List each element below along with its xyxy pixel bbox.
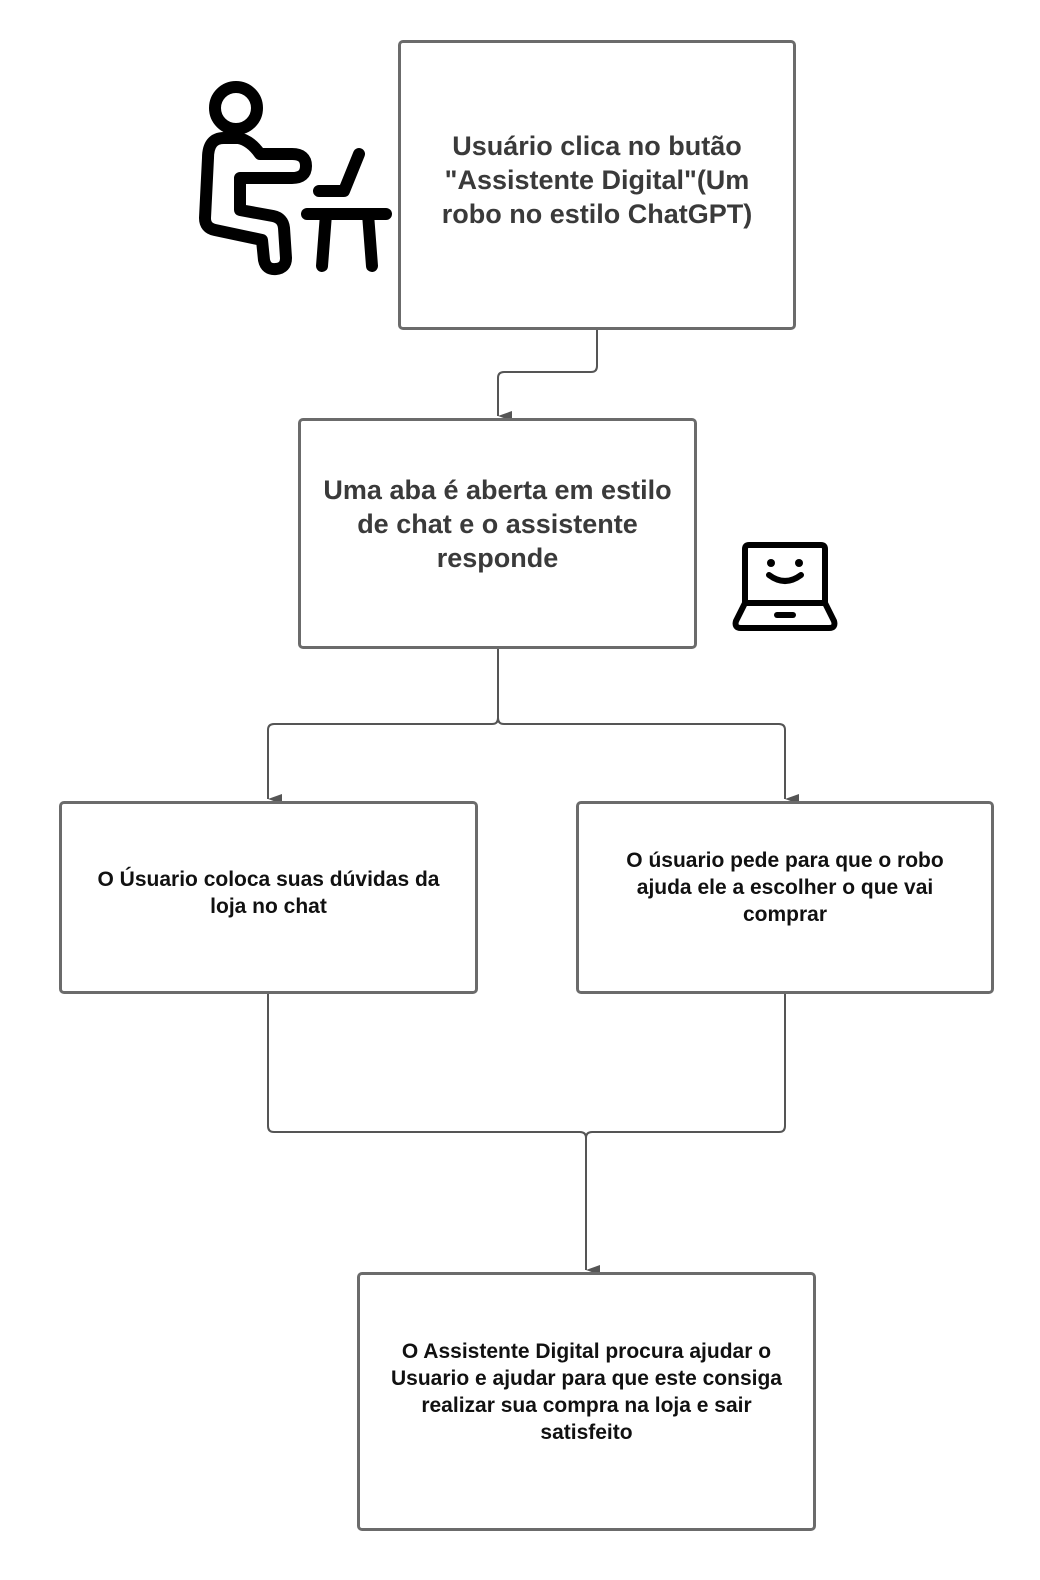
node-assistant-helps-purchase-text: O Assistente Digital procura ajudar o Us… — [391, 1339, 782, 1444]
node-user-clicks-button: Usuário clica no butão "Assistente Digit… — [398, 40, 796, 330]
node-user-clicks-button-text: Usuário clica no butão "Assistente Digit… — [441, 131, 753, 229]
person-at-desk-icon — [199, 81, 392, 276]
connector-n4-n5 — [585, 994, 786, 1139]
laptop-smile-icon — [732, 542, 838, 631]
node-assistant-helps-purchase: O Assistente Digital procura ajudar o Us… — [357, 1272, 816, 1531]
connector-n2-n4 — [497, 717, 799, 804]
node-user-asks-questions-text: O Úsuario coloca suas dúvidas da loja no… — [97, 867, 440, 918]
connector-n2-n3 — [267, 649, 499, 804]
node-chat-tab-opens-text: Uma aba é aberta em estilo de chat e o a… — [323, 474, 672, 573]
connector-n1-n2 — [497, 330, 598, 421]
node-user-asks-questions: O Úsuario coloca suas dúvidas da loja no… — [59, 801, 478, 994]
connector-n3-n5 — [267, 994, 600, 1275]
node-user-asks-help-choosing: O úsuario pede para que o robo ajuda ele… — [576, 801, 994, 994]
node-user-asks-help-choosing-text: O úsuario pede para que o robo ajuda ele… — [626, 849, 944, 926]
node-chat-tab-opens: Uma aba é aberta em estilo de chat e o a… — [298, 418, 697, 649]
